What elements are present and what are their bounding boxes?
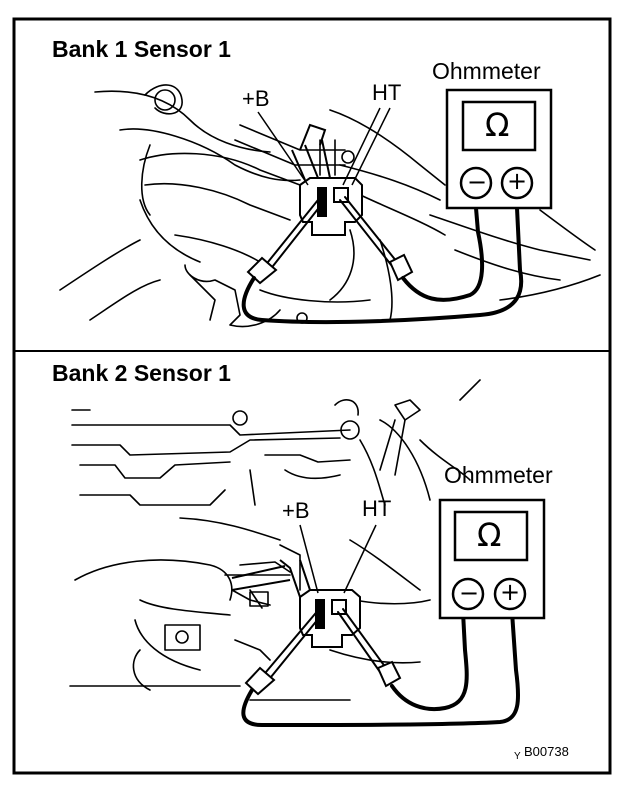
bank2-connector — [299, 589, 361, 648]
bank2-leads — [241, 610, 521, 728]
bank2-pointers — [299, 524, 377, 594]
bank1-harness — [291, 123, 331, 181]
bank1-terminal-ht: HT — [372, 80, 402, 105]
bank1-ohmmeter — [445, 88, 553, 210]
figure-code: B00738 — [524, 744, 569, 759]
outer-border — [12, 17, 612, 775]
bank2-title: Bank 2 Sensor 1 — [52, 360, 231, 386]
bank1-title: Bank 1 Sensor 1 — [52, 36, 231, 62]
bank1-plus-terminal: + — [507, 167, 528, 195]
bank2-terminal-b: +B — [282, 498, 310, 523]
bank2-terminal-ht: HT — [362, 496, 392, 521]
bank2-ohm-symbol: Ω — [477, 516, 502, 554]
bank2-probes — [244, 607, 402, 696]
bank1-ohm-symbol: Ω — [485, 106, 510, 144]
bank1-connector — [299, 177, 363, 236]
bank2-minus-terminal: − — [459, 579, 480, 607]
bank2-plus-terminal: + — [500, 578, 521, 606]
bank1-minus-terminal: − — [467, 168, 488, 196]
bank2-engine-sketch — [69, 379, 481, 701]
bank1-pointers — [257, 107, 391, 186]
bank1-leads — [241, 206, 524, 325]
bank2-ohmmeter — [438, 498, 546, 620]
bank2-meter-label: Ohmmeter — [444, 462, 553, 488]
bank2-harness — [231, 559, 311, 598]
bank1-meter-label: Ohmmeter — [432, 58, 541, 84]
bank1-terminal-b: +B — [242, 86, 270, 111]
figure-mark: Y — [514, 751, 521, 762]
